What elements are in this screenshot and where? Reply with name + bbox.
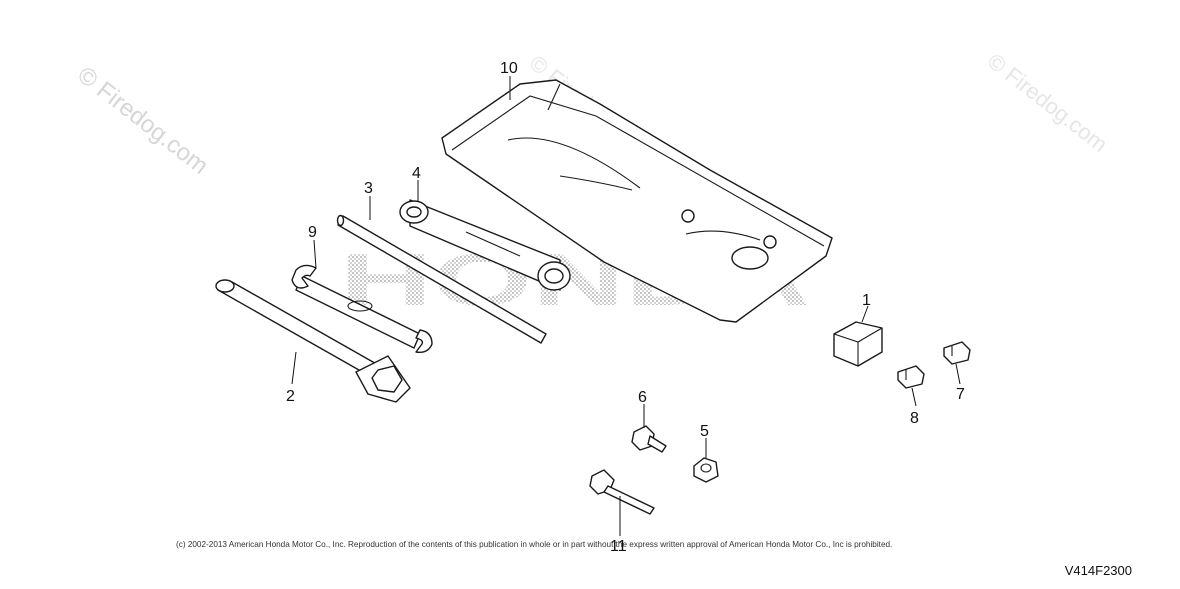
callout-8: 8 (910, 410, 919, 427)
callout-7: 7 (956, 386, 965, 403)
callout-6: 6 (638, 389, 647, 406)
spark-plug-wrench-part (215, 279, 411, 403)
callout-5: 5 (700, 423, 709, 440)
watermark-left: © Firedog.com (72, 61, 213, 179)
bolt-6-part (631, 425, 667, 453)
nut-5-part (693, 457, 719, 483)
callout-2: 2 (286, 388, 295, 405)
fuse-8-part (897, 365, 925, 389)
rod-part (336, 214, 547, 344)
fuse-7-part (943, 341, 971, 365)
tool-bag-part (441, 79, 833, 323)
watermark-right: © Firedog.com (983, 48, 1112, 157)
callout-3: 3 (364, 180, 373, 197)
copyright-notice: (c) 2002-2013 American Honda Motor Co., … (176, 540, 893, 549)
callout-10: 10 (500, 60, 518, 77)
fuse-box-part (833, 321, 883, 367)
ring-wrench-part (399, 199, 571, 291)
callout-4: 4 (412, 165, 421, 182)
open-end-wrench-part (291, 264, 433, 354)
bolt-11-part (589, 469, 655, 515)
diagram-code: V414F2300 (1064, 563, 1132, 578)
callout-1: 1 (862, 292, 871, 309)
callout-11: 11 (610, 538, 627, 555)
callout-9: 9 (308, 224, 317, 241)
